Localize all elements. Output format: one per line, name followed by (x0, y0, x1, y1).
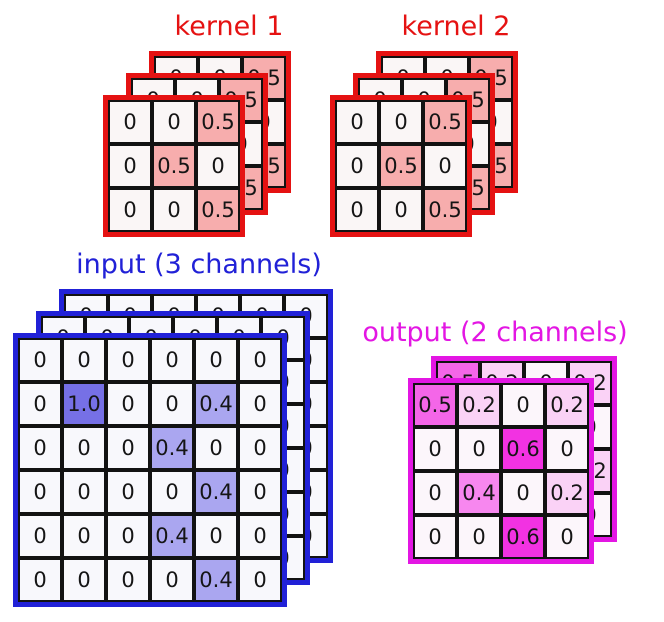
matrix-cell: 0 (196, 516, 236, 556)
kernel1-title: kernel 1 (174, 11, 284, 42)
matrix-cell: 1.0 (64, 384, 104, 424)
matrix-cell: 0.2 (547, 473, 587, 513)
matrix-cell: 0.4 (196, 472, 236, 512)
matrix-cell: 0 (503, 385, 543, 425)
matrix-cell: 0 (108, 516, 148, 556)
matrix-cell: 0 (381, 190, 421, 230)
matrix-cell: 0 (459, 429, 499, 469)
matrix-cell: 0 (547, 429, 587, 469)
matrix-cell: 0 (503, 473, 543, 513)
matrix-cell: 0 (240, 340, 280, 380)
matrix-cell: 0.4 (196, 560, 236, 600)
matrix-cell: 0.5 (415, 385, 455, 425)
matrix-cell: 0 (415, 429, 455, 469)
matrix-cell: 0 (64, 428, 104, 468)
matrix-cell: 0 (337, 102, 377, 142)
matrix-cell: 0.5 (198, 102, 238, 142)
kernel2-title: kernel 2 (401, 11, 511, 42)
matrix-cell: 0 (415, 517, 455, 557)
matrix-cell: 0 (459, 517, 499, 557)
matrix-cell: 0 (108, 472, 148, 512)
matrix-cell: 0 (108, 340, 148, 380)
matrix-cell: 0 (108, 384, 148, 424)
matrix-cell: 0.4 (152, 428, 192, 468)
matrix-cell: 0.6 (503, 429, 543, 469)
matrix-cell: 0 (108, 560, 148, 600)
matrix-cell: 0 (240, 472, 280, 512)
matrix-cell: 0 (64, 516, 104, 556)
matrix-cell: 0 (240, 560, 280, 600)
matrix-cell: 0 (64, 340, 104, 380)
matrix-cell: 0 (152, 384, 192, 424)
matrix-cell: 0 (240, 516, 280, 556)
matrix-cell: 0.2 (547, 385, 587, 425)
matrix-cell: 0 (20, 428, 60, 468)
matrix-cell: 0 (415, 473, 455, 513)
matrix-cell: 0 (154, 102, 194, 142)
matrix-cell: 0.5 (425, 102, 465, 142)
matrix-cell: 0 (240, 384, 280, 424)
matrix-cell: 0.4 (152, 516, 192, 556)
matrix-cell: 0.4 (196, 384, 236, 424)
matrix-cell: 0.6 (503, 517, 543, 557)
matrix-cell: 0 (198, 146, 238, 186)
matrix-cell: 0 (20, 472, 60, 512)
matrix-cell: 0.5 (198, 190, 238, 230)
matrix-cell: 0 (64, 560, 104, 600)
matrix-cell: 0 (20, 340, 60, 380)
matrix-cell: 0 (337, 190, 377, 230)
matrix-cell: 0 (108, 428, 148, 468)
matrix-cell: 0.5 (425, 190, 465, 230)
matrix-cell: 0 (547, 517, 587, 557)
matrix-cell: 0 (154, 190, 194, 230)
matrix-cell: 0.5 (154, 146, 194, 186)
matrix-cell: 0 (381, 102, 421, 142)
matrix-cell: 0 (20, 384, 60, 424)
input-title: input (3 channels) (76, 249, 322, 280)
matrix-cell: 0 (110, 190, 150, 230)
matrix-cell: 0 (337, 146, 377, 186)
matrix-cell: 0 (20, 560, 60, 600)
matrix-cell: 0 (425, 146, 465, 186)
matrix-cell: 0 (64, 472, 104, 512)
matrix-cell: 0 (20, 516, 60, 556)
matrix-cell: 0 (110, 146, 150, 186)
matrix-cell: 0.4 (459, 473, 499, 513)
matrix-cell: 0 (240, 428, 280, 468)
matrix-cell: 0 (196, 340, 236, 380)
matrix-cell: 0 (110, 102, 150, 142)
matrix-cell: 0 (196, 428, 236, 468)
output-title: output (2 channels) (362, 317, 628, 348)
matrix-cell: 0.5 (381, 146, 421, 186)
matrix-cell: 0 (152, 340, 192, 380)
matrix-cell: 0 (152, 472, 192, 512)
matrix-cell: 0 (152, 560, 192, 600)
matrix-cell: 0.2 (459, 385, 499, 425)
